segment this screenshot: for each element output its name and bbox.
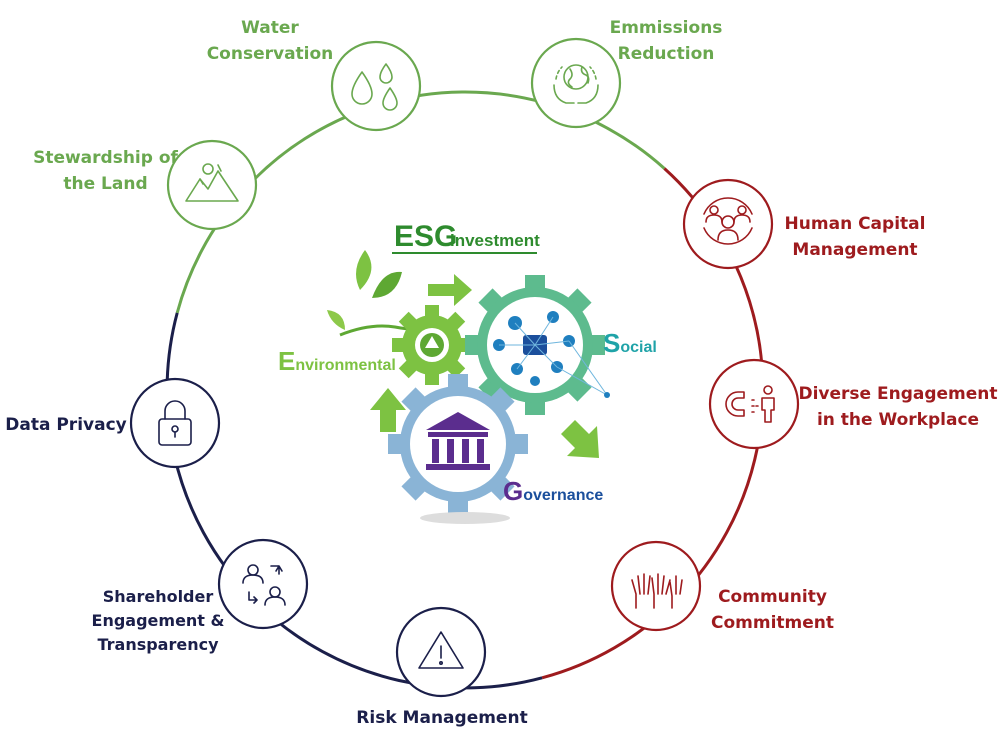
ring-node-label-diverse: Diverse Engagement in the Workplace: [798, 381, 998, 433]
esg-title: ESG: [394, 220, 457, 253]
ring-node-label-line: Community: [718, 587, 827, 607]
mountains-icon: [185, 163, 239, 202]
ring-node-land: [166, 139, 258, 231]
environmental-label: Environmental: [278, 346, 396, 376]
ring-node-human: [682, 178, 774, 270]
ring-node-circle: [530, 37, 622, 129]
ring-node-water: [330, 40, 422, 132]
ring-node-privacy: [129, 377, 221, 469]
ring-node-label-line: Transparency: [97, 635, 219, 654]
warning-icon: [418, 631, 464, 669]
ring-node-label-line: Human Capital: [784, 214, 926, 234]
ring-node-label-line: Diverse Engagement: [798, 384, 998, 404]
ring-node-label-line: Conservation: [206, 44, 334, 64]
ring-node-label-risk: Risk Management: [352, 705, 532, 731]
institution-building-icon: [426, 412, 490, 470]
globe-hands-icon: [553, 64, 599, 104]
esg-title-investment: investment: [450, 231, 540, 250]
ring-node-label-line: the Land: [63, 174, 148, 194]
ring-node-circle: [330, 40, 422, 132]
ring-node-label-land: Stewardship of the Land: [28, 145, 183, 197]
arrow-up-icon: [370, 388, 406, 432]
ring-node-label-line: Reduction: [617, 44, 715, 64]
people-exchange-icon: [242, 564, 286, 606]
ring-node-emissions: [530, 37, 622, 129]
ring-node-circle: [129, 377, 221, 469]
ring-nodes: [129, 37, 800, 698]
environmental-gear-icon: [392, 305, 472, 385]
ring-node-label-line: Engagement &: [91, 611, 225, 630]
ring-node-circle: [166, 139, 258, 231]
ring-node-circle: [682, 178, 774, 270]
ring-node-circle: [610, 540, 702, 632]
governance-label: Governance: [503, 476, 603, 506]
ring-node-label-line: Shareholder: [102, 587, 214, 606]
people-cycle-icon: [703, 197, 753, 245]
ring-node-diverse: [708, 358, 800, 450]
ring-node-label-line: in the Workplace: [816, 410, 980, 430]
ring-node-label-line: Commitment: [710, 613, 834, 633]
ring-node-label-line: Risk Management: [356, 708, 528, 728]
ring-node-label-line: Emmissions: [609, 18, 723, 38]
social-label: Social: [603, 328, 657, 358]
esg-center-graphic: ESG investment: [278, 220, 657, 524]
magnet-person-icon: [725, 385, 775, 423]
arrow-down-icon: [561, 420, 599, 458]
water-drops-icon: [351, 63, 398, 111]
gear-shadow: [420, 512, 510, 524]
padlock-icon: [158, 400, 192, 446]
ring-node-label-privacy: Data Privacy: [2, 412, 130, 438]
ring-node-label-line: Water: [241, 18, 299, 38]
ring-node-label-line: Data Privacy: [5, 415, 127, 435]
ring-node-circle: [217, 538, 309, 630]
ring-node-label-line: Stewardship of: [33, 148, 178, 168]
ring-node-risk: [395, 606, 487, 698]
ring-node-label-line: Management: [792, 240, 918, 260]
ring-node-circle: [708, 358, 800, 450]
ring-node-community: [610, 540, 702, 632]
social-gear-icon: [465, 275, 610, 415]
governance-gear-icon: [388, 374, 528, 514]
arrow-right-icon: [428, 274, 472, 306]
ring-node-shareholder: [217, 538, 309, 630]
raised-hands-icon: [631, 573, 683, 609]
